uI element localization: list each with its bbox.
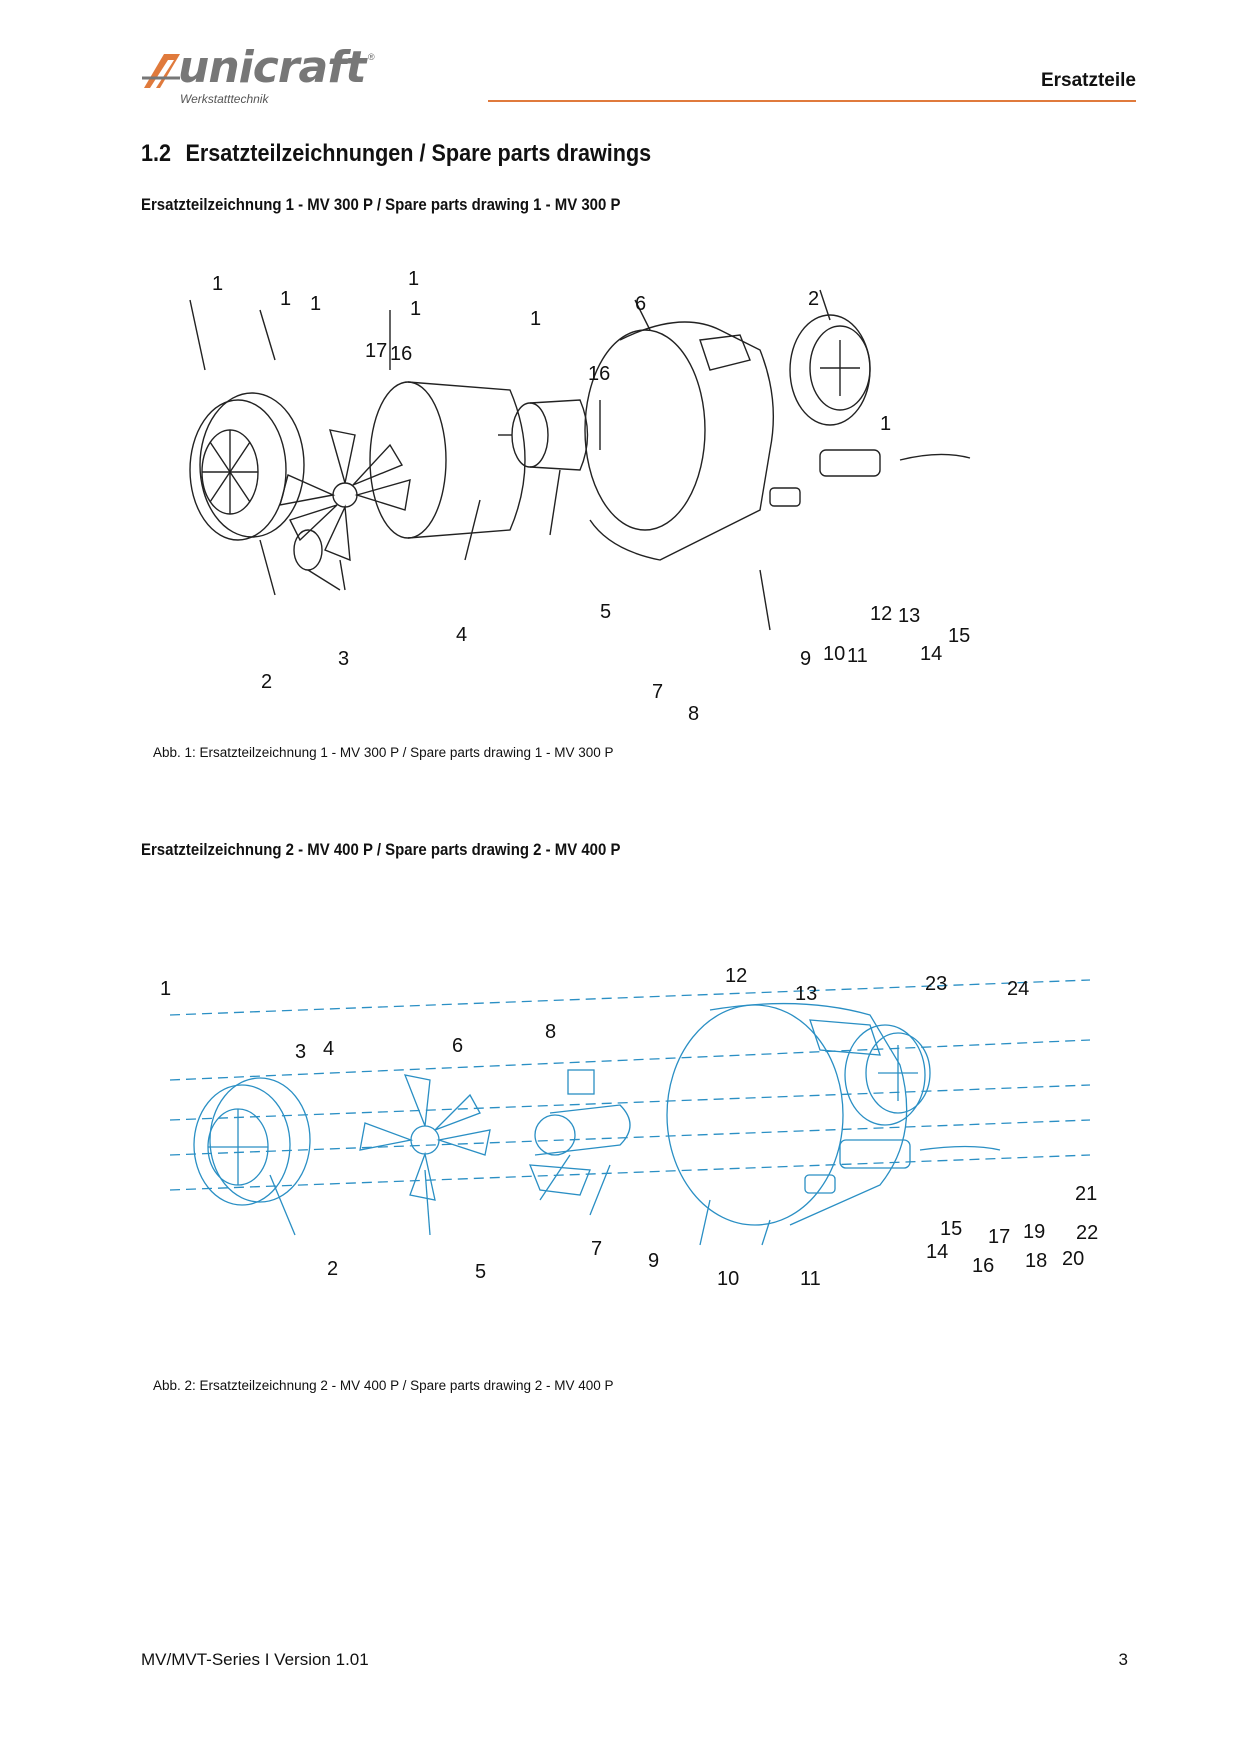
label-1e: 1 [530, 308, 541, 330]
label-12: 12 [870, 603, 892, 625]
label-1h: 1 [410, 298, 421, 320]
label-7: 7 [591, 1238, 602, 1260]
label-22: 22 [1076, 1222, 1098, 1244]
drawing2-heading: Ersatzteilzeichnung 2 - MV 400 P / Spare… [141, 840, 621, 859]
unicraft-logo: unicraft ® Werkstatttechnik [140, 42, 380, 110]
label-21: 21 [1075, 1183, 1097, 1205]
logo-mark-icon [142, 54, 180, 88]
label-14: 14 [920, 643, 942, 665]
label-5: 5 [600, 601, 611, 623]
label-16a: 16 [390, 343, 412, 365]
spare-parts-drawing-2: 1 2 3 4 5 6 7 8 9 10 11 12 13 14 15 16 1… [150, 955, 1130, 1305]
drawing2-caption: Abb. 2: Ersatzteilzeichnung 2 - MV 400 P… [153, 1378, 614, 1393]
label-9: 9 [800, 648, 811, 670]
label-2b: 2 [808, 288, 819, 310]
label-9: 9 [648, 1250, 659, 1272]
section-title: Ersatzteilzeichnungen / Spare parts draw… [185, 140, 652, 167]
label-1: 1 [160, 978, 171, 1000]
label-17: 17 [988, 1226, 1010, 1248]
label-8: 8 [545, 1021, 556, 1043]
label-15: 15 [948, 625, 970, 647]
footer-series: MV/MVT-Series I Version 1.01 [141, 1650, 369, 1669]
label-1g: 1 [880, 413, 891, 435]
label-3: 3 [295, 1041, 306, 1063]
label-1c: 1 [310, 293, 321, 315]
label-16: 16 [972, 1255, 994, 1277]
label-18: 18 [1025, 1250, 1047, 1272]
label-1f: 1 [890, 270, 901, 275]
page-number: 3 [1118, 1650, 1128, 1669]
exploded-view-mv400p-icon: 1 2 3 4 5 6 7 8 9 10 11 12 13 14 15 16 1… [160, 965, 1098, 1290]
label-19: 19 [1023, 1221, 1045, 1243]
label-17: 17 [365, 340, 387, 362]
section-number: 1.2 [141, 140, 172, 167]
label-11: 11 [847, 645, 868, 667]
logo-wordmark: unicraft [178, 42, 366, 93]
label-24: 24 [1007, 978, 1029, 1000]
label-16b: 16 [588, 363, 610, 385]
label-6: 6 [635, 293, 646, 315]
label-1a: 1 [212, 273, 223, 295]
label-14: 14 [926, 1241, 948, 1263]
section-heading: 1.2 Ersatzteilzeichnungen / Spare parts d… [141, 140, 651, 168]
drawing1-caption: Abb. 1: Ersatzteilzeichnung 1 - MV 300 P… [153, 745, 614, 760]
label-12: 12 [725, 965, 747, 987]
label-20: 20 [1062, 1248, 1084, 1270]
label-2: 2 [327, 1258, 338, 1280]
label-4: 4 [456, 624, 467, 646]
label-15: 15 [940, 1218, 962, 1240]
label-8: 8 [688, 703, 699, 725]
registered-mark: ® [368, 52, 375, 62]
label-13: 13 [898, 605, 920, 627]
label-6: 6 [452, 1035, 463, 1057]
label-11: 11 [800, 1268, 821, 1290]
label-23: 23 [925, 973, 947, 995]
label-3: 3 [338, 648, 349, 670]
label-13: 13 [795, 983, 817, 1005]
label-1d: 1 [408, 270, 419, 290]
header-rule [488, 100, 1136, 102]
exploded-view-mv300p-icon: 1 1 1 1 1 1 1 1 2 2 3 4 5 6 7 8 9 10 11 … [189, 270, 970, 725]
label-5: 5 [475, 1261, 486, 1283]
label-4: 4 [323, 1038, 334, 1060]
logo-tagline: Werkstatttechnik [180, 92, 269, 106]
label-10: 10 [823, 643, 845, 665]
spare-parts-drawing-1: 1 1 1 1 1 1 1 1 2 2 3 4 5 6 7 8 9 10 11 … [180, 270, 1080, 740]
label-10: 10 [717, 1268, 739, 1290]
header-title: Ersatzteile [1040, 70, 1136, 91]
label-2a: 2 [261, 671, 272, 693]
label-1b: 1 [280, 288, 291, 310]
label-7: 7 [652, 681, 663, 703]
drawing1-heading: Ersatzteilzeichnung 1 - MV 300 P / Spare… [141, 195, 621, 214]
